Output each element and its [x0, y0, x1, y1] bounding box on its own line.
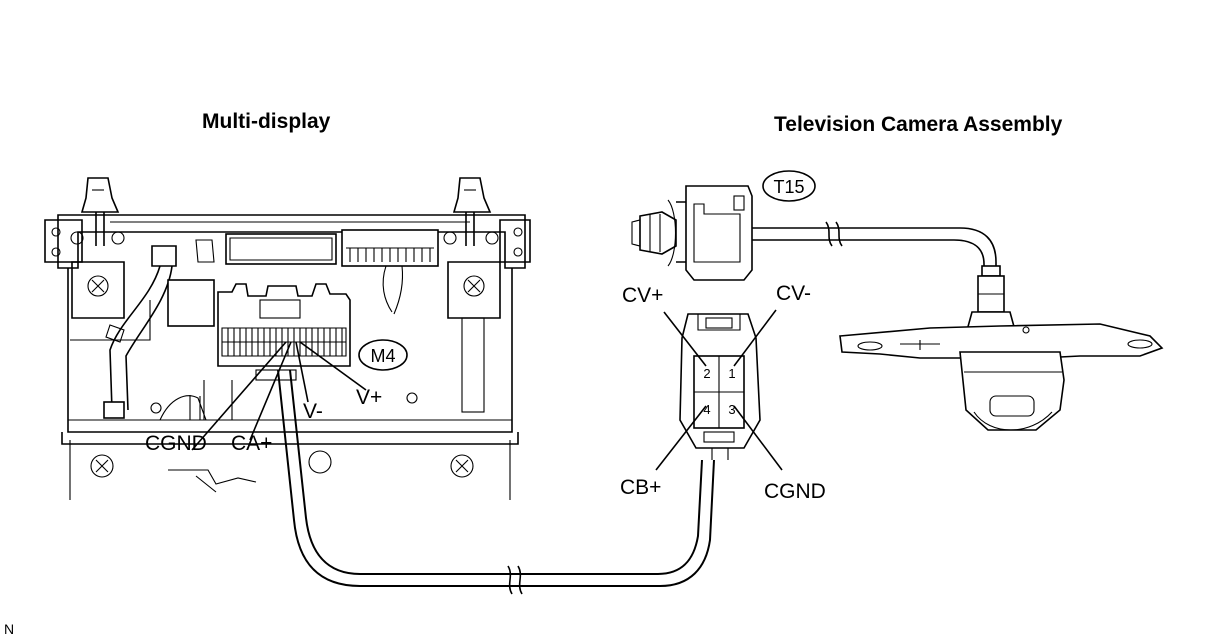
- cv-minus-leader: [733, 309, 777, 367]
- v-plus-leader: [299, 341, 367, 391]
- m4-v-plus-label: V+: [356, 386, 382, 409]
- m4-ca-plus-label: CA+: [231, 432, 272, 455]
- t15-pin-2: 2: [703, 366, 710, 381]
- t15-cgnd-label: CGND: [764, 480, 826, 503]
- t15-connector-tag: T15: [762, 170, 816, 202]
- wire-harness: [277, 369, 715, 595]
- camera-assembly-title: Television Camera Assembly: [774, 113, 1063, 136]
- cgnd-m4-leader: [191, 341, 287, 451]
- corner-mark: N: [4, 621, 14, 637]
- cgnd-t15-leader: [733, 405, 783, 471]
- t15-connector: [679, 313, 761, 460]
- t15-cb-plus-label: CB+: [620, 476, 661, 499]
- cb-plus-leader: [655, 405, 707, 471]
- multi-display-unit: [44, 177, 531, 500]
- t15-pin-4: 4: [703, 402, 710, 417]
- m4-cgnd-label: CGND: [145, 432, 207, 455]
- v-minus-leader: [295, 341, 309, 403]
- ca-plus-leader: [249, 341, 292, 441]
- m4-connector-tag: M4: [358, 339, 408, 371]
- multi-display-title: Multi-display: [202, 110, 331, 133]
- cv-plus-leader: [663, 311, 707, 367]
- t15-cv-plus-label: CV+: [622, 284, 663, 307]
- t15-cv-minus-label: CV-: [776, 282, 811, 305]
- m4-label: M4: [370, 346, 395, 366]
- t15-label: T15: [773, 177, 804, 197]
- camera-assembly: [631, 185, 1164, 431]
- t15-pin-3: 3: [728, 402, 735, 417]
- t15-pin-1: 1: [728, 366, 735, 381]
- m4-v-minus-label: V-: [303, 400, 323, 423]
